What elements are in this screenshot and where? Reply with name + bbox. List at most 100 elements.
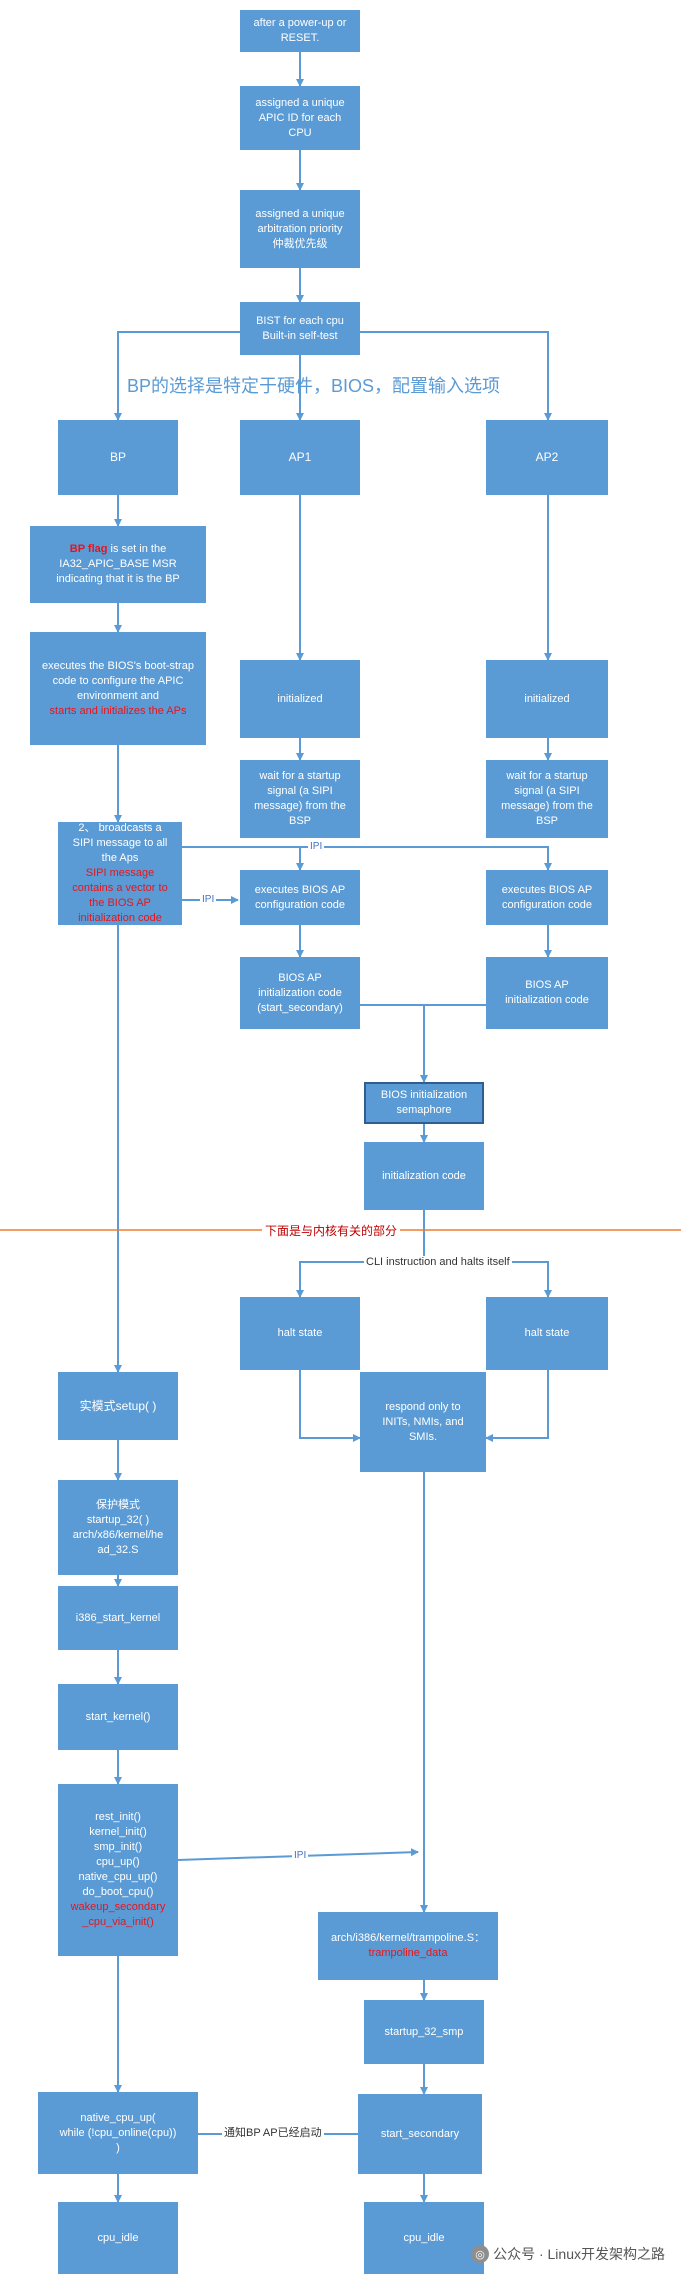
ap1-wait-line: BSP [288,815,311,827]
apic-id-node: assigned a unique APIC ID for each CPU [240,86,360,150]
apic-id-line: CPU [288,126,312,139]
semaphore-line: semaphore [396,1104,452,1116]
broadcast-red-line: SIPI message [85,867,155,879]
i386-start-kernel-node: i386_start_kernel [58,1586,178,1650]
initialization-code-node: initialization code [364,1142,484,1210]
ap2-exec-line: executes BIOS AP [501,883,593,896]
broadcast-red-line: the BIOS AP [89,897,151,909]
watermark-text: 公众号 · Linux开发架构之路 [493,2246,665,2262]
ap2-exec-line: configuration code [502,898,592,911]
bootstrap-red-line: starts and initializes the APs [49,704,187,717]
bootstrap-line: executes the BIOS's boot-strap [42,659,194,672]
bist-node: BIST for each cpu Built-in self-test [240,302,360,355]
cpu-idle-label: cpu_idle [97,2231,139,2244]
ap1-node: AP1 [240,420,360,495]
respond-line: INITs, NMIs, and [382,1415,464,1428]
protected-mode-node: 保护模式 startup_32( ) arch/x86/kernel/he ad… [58,1480,178,1575]
ap1-bios-init-line: (start_secondary) [257,1001,343,1014]
wechat-logo-icon: ◎ [471,2245,490,2263]
respond-node: respond only to INITs, NMIs, and SMIs. [360,1372,486,1472]
semaphore-line: BIOS initialization [380,1089,468,1101]
ap1-wait-line: signal (a SIPI [267,785,333,797]
halt-state-label: halt state [524,1327,570,1339]
ap1-initialized-node: initialized [240,660,360,738]
broadcast-sipi-node: 2、 broadcasts a SIPI message to all the … [58,822,182,925]
broadcast-line: 2、 broadcasts a [78,822,162,834]
trampoline-line: arch/i386/kernel/trampoline.S： [330,1932,486,1944]
setup-node: 实模式setup( ) [58,1372,178,1440]
trampoline-red-line: trampoline_data [368,1947,448,1959]
broadcast-red-line: initialization code [78,912,162,924]
apic-id-line: assigned a unique [255,96,345,109]
bootstrap-line: code to configure the APIC [52,674,184,687]
ap1-wait-line: wait for a startup [259,770,341,782]
cpu-idle-left-node: cpu_idle [58,2202,178,2274]
start-kernel-label: start_kernel() [85,1710,151,1723]
start-kernel-node: start_kernel() [58,1684,178,1750]
ap2-wait-line: wait for a startup [506,770,588,782]
protected-line: startup_32( ) [86,1513,150,1526]
respond-line: respond only to [385,1400,461,1413]
cli-halt-label: CLI instruction and halts itself [364,1256,512,1268]
native-cpu-up-line: ) [116,2141,120,2154]
startup-32-smp-label: startup_32_smp [384,2025,464,2038]
start-secondary-label: start_secondary [380,2127,460,2140]
ap2-label: AP2 [535,450,559,464]
apic-id-line: APIC ID for each [258,111,342,124]
rest-init-line: cpu_up() [96,1856,140,1868]
protected-line: ad_32.S [97,1543,139,1556]
ap1-label: AP1 [288,450,312,464]
rest-init-line: native_cpu_up() [78,1871,158,1883]
broadcast-line: SIPI message to all [72,837,168,849]
ap1-bios-init-node: BIOS AP initialization code (start_secon… [240,957,360,1029]
bp-flag-highlight: BP flag [69,543,108,555]
bp-node: BP [58,420,178,495]
rest-init-red-line: _cpu_via_init() [82,1916,154,1928]
native-cpu-up-line: native_cpu_up( [80,2111,156,2124]
ap2-wait-line: message) from the [501,800,593,812]
ap1-wait-node: wait for a startup signal (a SIPI messag… [240,760,360,838]
broadcast-red-line: contains a vector to [72,882,168,894]
ap1-bios-init-line: BIOS AP [278,971,322,984]
arbitration-line: assigned a unique [255,207,345,220]
halt-state-right-node: halt state [486,1297,608,1370]
ap1-exec-line: configuration code [255,898,345,911]
ap2-exec-node: executes BIOS AP configuration code [486,870,608,925]
ap1-initialized-label: initialized [277,692,323,705]
protected-line: 保护模式 [96,1498,140,1511]
rest-init-line: smp_init() [93,1841,143,1853]
ap2-initialized-node: initialized [486,660,608,738]
bios-semaphore-node: BIOS initialization semaphore [364,1082,484,1124]
ap1-bios-init-line: initialization code [258,986,342,999]
bist-line: Built-in self-test [262,329,338,342]
bp-flag-line1: BP flag is set in the [70,542,166,557]
cpu-idle-right-node: cpu_idle [364,2202,484,2274]
ap1-exec-node: executes BIOS AP configuration code [240,870,360,925]
start-secondary-node: start_secondary [358,2094,482,2174]
rest-init-line: rest_init() [95,1811,141,1823]
arbitration-line: arbitration priority [257,222,343,235]
broadcast-line: the Aps [101,852,139,864]
ap2-wait-line: signal (a SIPI [514,785,580,797]
i386-start-kernel-label: i386_start_kernel [75,1611,161,1624]
ap2-node: AP2 [486,420,608,495]
rest-init-line: do_boot_cpu() [82,1886,154,1898]
ap1-exec-line: executes BIOS AP [254,883,346,896]
bp-flag-line3: indicating that it is the BP [56,573,180,585]
native-cpu-up-node: native_cpu_up( while (!cpu_online(cpu)) … [38,2092,198,2174]
ap1-wait-line: message) from the [254,800,346,812]
native-cpu-up-line: while (!cpu_online(cpu)) [59,2126,177,2139]
ap2-wait-node: wait for a startup signal (a SIPI messag… [486,760,608,838]
bp-selection-heading: BP的选择是特定于硬件，BIOS，配置输入选项 [127,376,501,396]
ap2-initialized-label: initialized [524,692,570,705]
initialization-code-label: initialization code [382,1169,466,1182]
cpu-idle-label: cpu_idle [403,2231,445,2244]
setup-label: 实模式setup( ) [79,1398,157,1413]
ipi-label-top: IPI [308,841,325,853]
bp-label: BP [109,450,126,464]
ipi-label-low: IPI [292,1850,309,1862]
watermark: ◎ 公众号 · Linux开发架构之路 [471,2244,665,2264]
bp-flag-rest: is set in the [107,543,167,555]
bootstrap-node: executes the BIOS's boot-strap code to c… [30,632,206,745]
